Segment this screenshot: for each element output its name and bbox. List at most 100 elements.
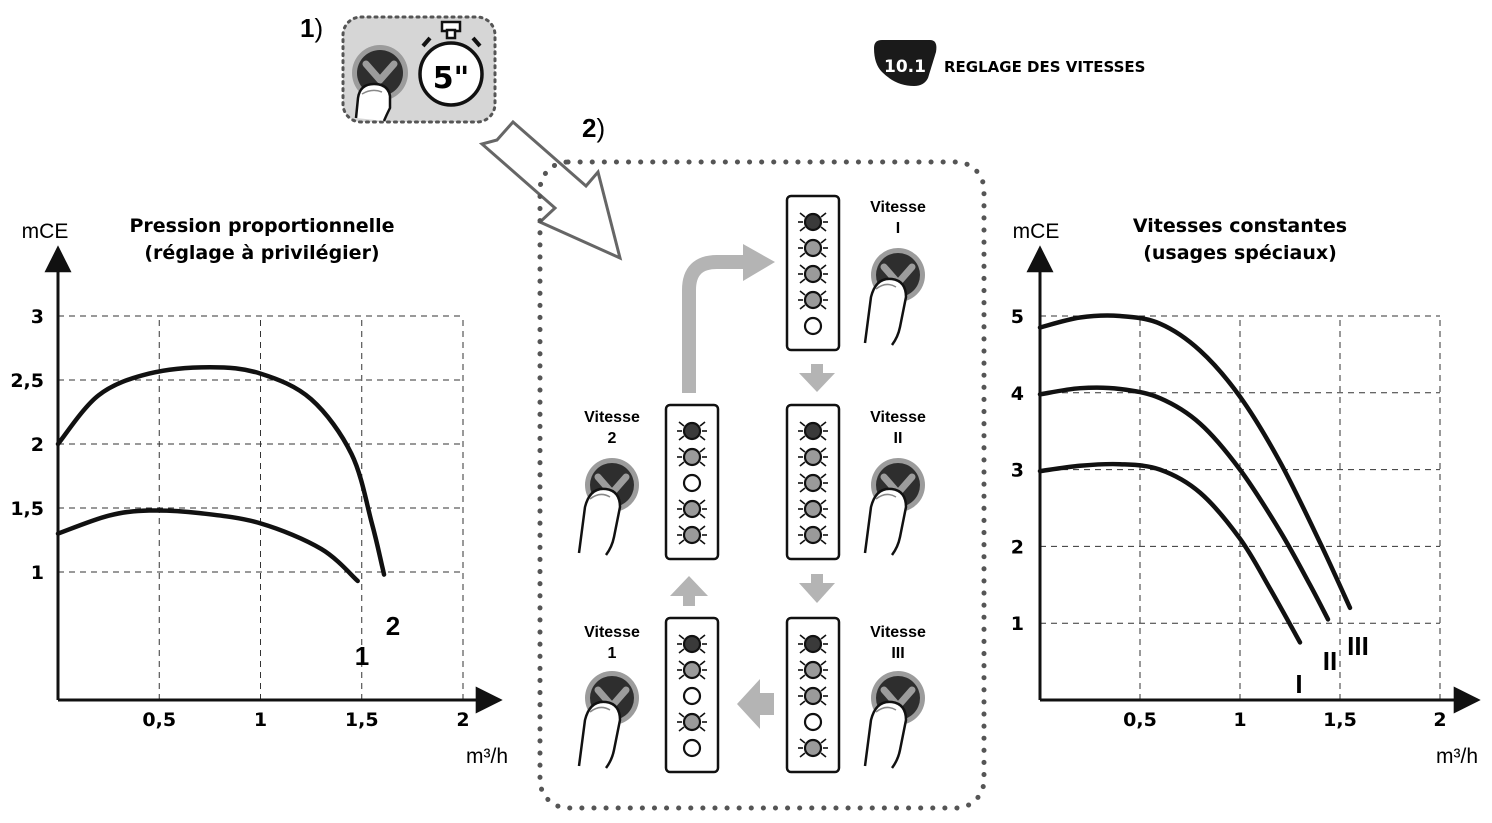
speed-label-id: 2 (608, 430, 617, 447)
speed-module-1: Vitesse 1 (577, 616, 720, 774)
section-title: REGLAGE DES VITESSES (944, 58, 1145, 76)
led-indicator-icon (798, 212, 828, 232)
led-indicator-icon (798, 525, 828, 545)
speed-module-III: Vitesse III (785, 616, 926, 774)
finger-press-icon (863, 487, 908, 556)
led-column (798, 212, 828, 336)
led-indicator-icon (798, 499, 828, 519)
y-tick-label: 2 (1011, 536, 1024, 558)
speed-label-id: II (894, 430, 903, 447)
speed-label: Vitesse (870, 409, 926, 426)
finger-press-icon (863, 277, 908, 346)
x-tick-label: 0,5 (142, 709, 176, 731)
speed-label-id: 1 (608, 645, 617, 662)
y-tick-label: 2,5 (10, 370, 44, 392)
series-line-III (1037, 313, 1353, 611)
led-indicator-icon (677, 499, 707, 519)
series-label-2: 2 (386, 611, 400, 641)
speed-label: Vitesse (584, 624, 640, 641)
step-1-number: 1 (300, 13, 314, 43)
stopwatch-icon: 5" (418, 20, 484, 107)
series-label-1: 1 (355, 641, 369, 671)
led-indicator-icon (798, 447, 828, 467)
y-tick-label: 3 (1011, 460, 1024, 482)
led-indicator-icon (677, 421, 707, 441)
x-tick-label: 0,5 (1123, 709, 1157, 731)
cycle-arrows (670, 244, 835, 729)
led-indicator-icon (798, 473, 828, 493)
x-axis-label: m³/h (466, 745, 508, 768)
led-indicator-icon (798, 421, 828, 441)
led-indicator-icon (682, 686, 702, 706)
chart-constant-speeds: Vitesses constantes(usages spéciaux)1234… (1011, 215, 1481, 768)
flow-arrow-icon (799, 364, 835, 392)
finger-press-icon (577, 700, 622, 769)
led-column (677, 421, 707, 545)
speed-module-II: Vitesse II (785, 403, 926, 561)
series-label-I: I (1295, 669, 1302, 699)
flow-arrow-icon (737, 679, 774, 729)
flow-arrow-icon (670, 576, 708, 606)
speed-label: Vitesse (870, 199, 926, 216)
x-tick-label: 1 (254, 709, 267, 731)
x-tick-label: 2 (456, 709, 469, 731)
led-indicator-icon (803, 316, 823, 336)
x-axis-label: m³/h (1436, 745, 1478, 768)
chart-proportional-pressure: Pression proportionnelle(réglage à privi… (10, 215, 508, 768)
y-tick-label: 2 (31, 434, 44, 456)
speed-module-I: Vitesse I (785, 194, 926, 352)
led-indicator-icon (677, 712, 707, 732)
led-indicator-icon (798, 290, 828, 310)
led-indicator-icon (798, 686, 828, 706)
finger-press-icon (354, 82, 392, 122)
speed-module-2: Vitesse 2 (577, 403, 720, 561)
y-axis-label: mCE (1013, 220, 1060, 243)
flow-arrow-icon (743, 244, 775, 281)
step-1: 1) 5" (300, 13, 497, 124)
chart-subtitle: (réglage à privilégier) (144, 242, 379, 264)
series-label-II: II (1323, 646, 1337, 676)
step-2-number: 2 (582, 113, 596, 143)
flow-arrow-icon (682, 255, 745, 393)
y-tick-label: 4 (1011, 383, 1024, 405)
svg-text:2): 2) (582, 113, 605, 143)
step-1-suffix: ) (314, 13, 323, 43)
led-indicator-icon (682, 738, 702, 758)
led-indicator-icon (677, 634, 707, 654)
finger-press-icon (577, 487, 622, 556)
x-tick-label: 1,5 (1323, 709, 1357, 731)
y-tick-label: 1 (31, 562, 44, 584)
y-tick-label: 1 (1011, 613, 1024, 635)
x-tick-label: 1 (1233, 709, 1246, 731)
series-line-2 (55, 364, 387, 577)
led-column (798, 634, 828, 758)
speed-label: Vitesse (584, 409, 640, 426)
section-badge: 10.1 (884, 57, 926, 77)
led-indicator-icon (803, 712, 823, 732)
series-label-III: III (1347, 631, 1369, 661)
led-indicator-icon (677, 525, 707, 545)
led-indicator-icon (677, 447, 707, 467)
chart-subtitle: (usages spéciaux) (1143, 242, 1337, 264)
led-indicator-icon (798, 238, 828, 258)
led-indicator-icon (798, 660, 828, 680)
x-tick-label: 1,5 (345, 709, 379, 731)
led-indicator-icon (677, 660, 707, 680)
y-tick-label: 3 (31, 306, 44, 328)
led-indicator-icon (798, 264, 828, 284)
speed-label-id: I (896, 220, 900, 237)
series-line-II (1037, 385, 1331, 622)
series-line-1 (55, 508, 360, 584)
timer-label: 5" (433, 61, 470, 96)
led-indicator-icon (682, 473, 702, 493)
badge-shape-icon (874, 40, 937, 86)
led-column (677, 634, 707, 758)
step-2-suffix: ) (596, 113, 605, 143)
speed-label: Vitesse (870, 624, 926, 641)
led-indicator-icon (798, 738, 828, 758)
svg-text:1): 1) (300, 13, 323, 43)
speed-label-id: III (891, 645, 904, 662)
flow-arrow-icon (799, 574, 835, 603)
led-column (798, 421, 828, 545)
